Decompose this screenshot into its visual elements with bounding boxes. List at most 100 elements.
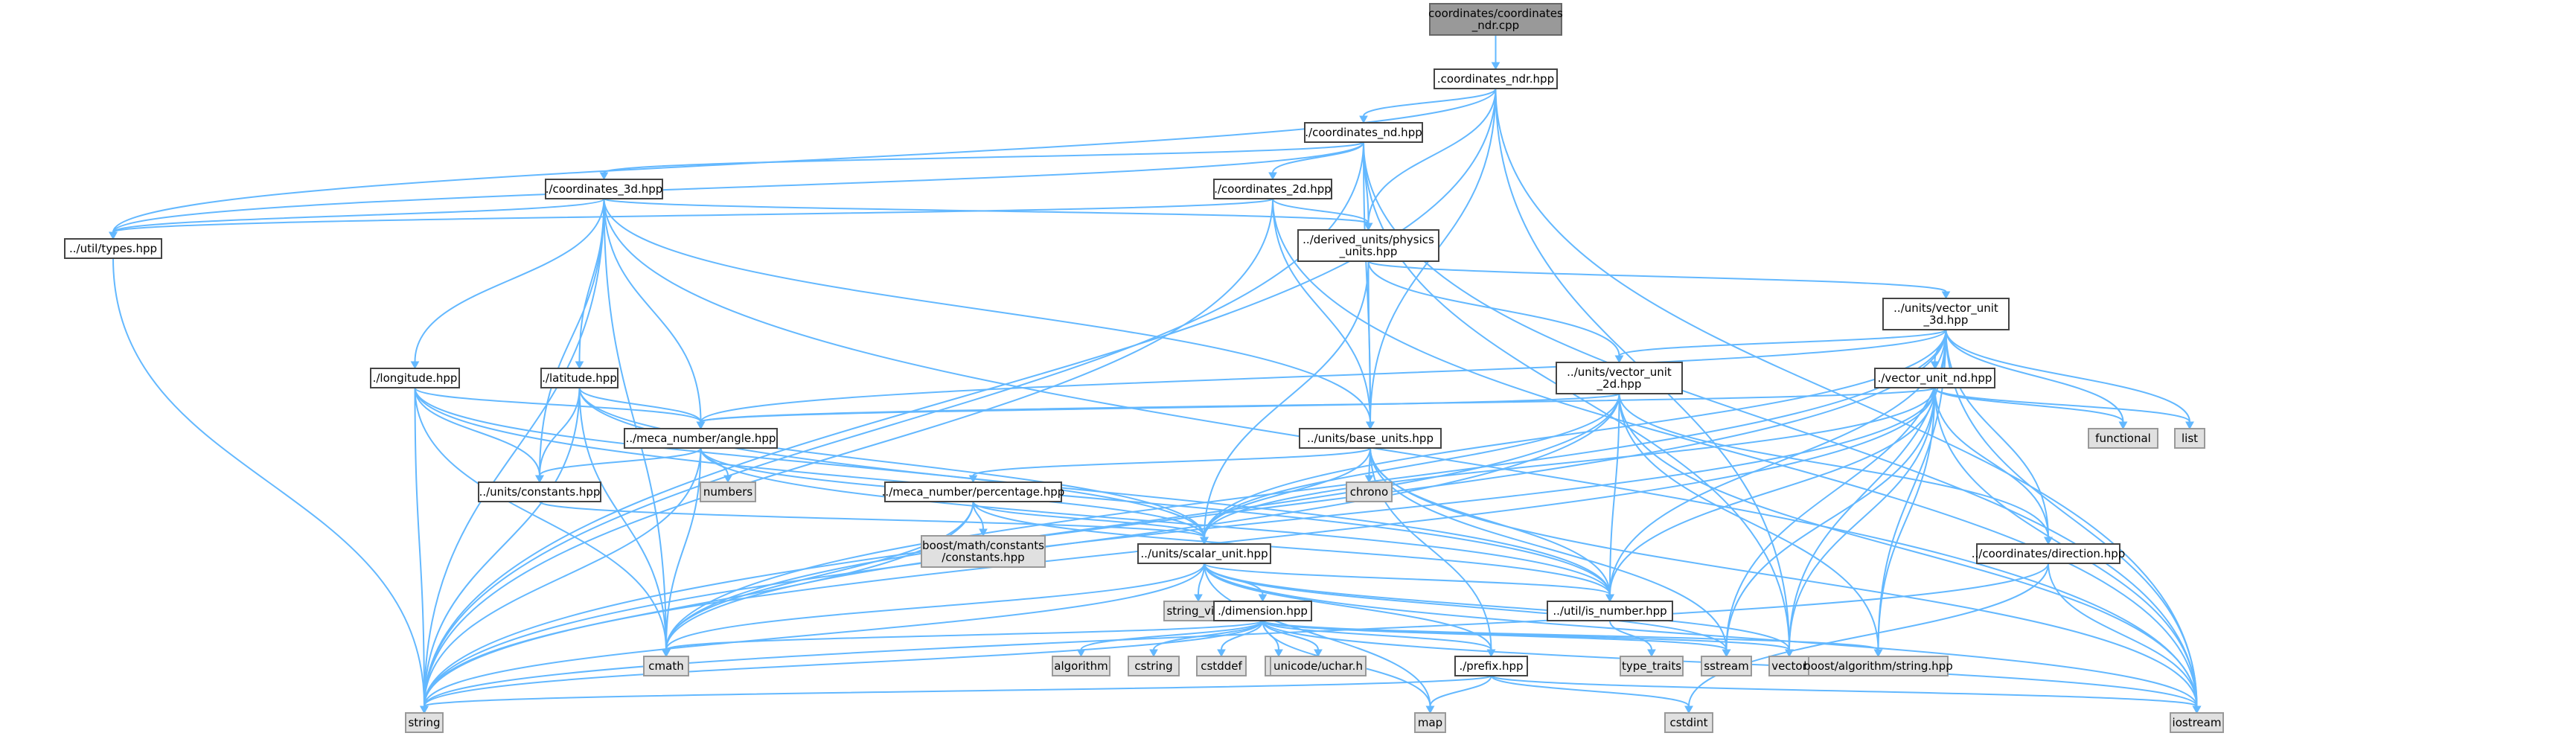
edge-line [1262, 620, 1728, 650]
node-longitude[interactable]: ./longitude.hpp [370, 368, 460, 388]
node-coordinates-2d[interactable]: ./coordinates_2d.hpp [1213, 179, 1332, 199]
node-vector-unit-nd[interactable]: ./vector_unit_nd.hpp [1874, 368, 1995, 388]
edge-arrowhead [1873, 649, 1883, 658]
node-label: ../coordinates/direction.hpp [1972, 547, 2126, 560]
node-coordinates-ndr[interactable]: .coordinates_ndr.hpp [1434, 68, 1558, 89]
edge-line [700, 387, 1936, 423]
node-label: vector [1771, 659, 1807, 673]
node-util-types[interactable]: ../util/types.hpp [64, 238, 162, 259]
node-prefix[interactable]: ./prefix.hpp [1454, 656, 1528, 676]
node-vector: vector [1768, 656, 1810, 676]
edge-line [1789, 329, 1947, 650]
edge-line [1609, 387, 1936, 595]
edge-arrowhead [1194, 594, 1203, 603]
edge-coordinates_ndr-to-coordinates_nd [1359, 88, 1497, 124]
node-label: ../meca_number/angle.hpp [626, 432, 776, 446]
node-label: chrono [1350, 485, 1388, 499]
edge-vector_unit_nd-to-sstream [1722, 387, 1936, 658]
edge-line [1934, 387, 2049, 538]
edge-line [1262, 620, 1319, 650]
edge-line [1618, 393, 2049, 538]
node-cstdint: cstdint [1664, 712, 1713, 733]
edge-coordinates_3d-to-meca_angle [603, 198, 706, 430]
edge-line [1688, 563, 2049, 707]
node-is-number[interactable]: ../util/is_number.hpp [1547, 601, 1673, 621]
node-units-constants[interactable]: ../units/constants.hpp [478, 481, 601, 502]
node-coordinates-nd[interactable]: ./coordinates_nd.hpp [1304, 122, 1423, 143]
node-box [2088, 428, 2158, 449]
edge-longitude-to-units_constants [414, 387, 544, 484]
node-label: ./coordinates_nd.hpp [1305, 126, 1422, 140]
edge-line [1789, 387, 1936, 650]
edge-line [414, 387, 540, 476]
edge-arrowhead [1258, 594, 1268, 603]
node-box [1547, 601, 1673, 621]
node-label: cstring [1134, 659, 1172, 673]
node-box [1137, 543, 1271, 564]
edge-line [424, 198, 1273, 707]
node-base-units[interactable]: ../units/base_units.hpp [1299, 428, 1442, 449]
edge-line [112, 88, 1497, 233]
edge-line [1367, 260, 1947, 292]
edge-base_units-to-meca_percentage [968, 447, 1371, 484]
node-box [2174, 428, 2205, 449]
edge-line [414, 387, 702, 423]
node-vector-unit-3d[interactable]: ../units/vector_unit_3d.hpp [1882, 298, 2010, 330]
edge-arrowhead [1491, 62, 1500, 71]
node-label: functional [2095, 432, 2151, 445]
edge-line [1618, 329, 1947, 356]
edge-dimension-to-cstddef [1217, 620, 1264, 658]
node-label: iostream [2173, 716, 2222, 729]
edge-line [1367, 260, 1620, 356]
node-coordinates-3d[interactable]: ./coordinates_3d.hpp [545, 179, 663, 199]
edge-line [1367, 260, 1371, 423]
edge-dimension-to-cmath [662, 620, 1264, 658]
node-label: algorithm [1054, 659, 1108, 673]
node-box [1429, 3, 1562, 36]
edge-line [1945, 329, 2124, 423]
node-box [1434, 68, 1558, 89]
node-meca-angle[interactable]: ../meca_number/angle.hpp [624, 428, 778, 449]
edge-line [424, 198, 605, 707]
edge-line [1204, 563, 2198, 707]
edge-coordinates_3d-to-latitude [575, 198, 605, 370]
edge-arrowhead [109, 231, 118, 240]
edge-arrowhead [1149, 649, 1158, 658]
edge-line [1495, 88, 2198, 707]
node-box [1808, 656, 1949, 676]
edge-line [1725, 387, 1936, 650]
node-boost-string: boost/algorithm/string.hpp [1803, 656, 1953, 676]
edge-scalar_unit-to-is_number [1204, 563, 1614, 603]
edge-arrowhead [1364, 223, 1373, 231]
node-dimension[interactable]: ./dimension.hpp [1213, 601, 1312, 621]
node-box [1297, 229, 1439, 262]
edge-line [700, 329, 1947, 423]
edge-line [424, 675, 1492, 707]
edge-line [1363, 141, 2198, 707]
node-type-traits: type_traits [1620, 656, 1684, 676]
edge-arrowhead [1314, 649, 1323, 658]
node-scalar-unit[interactable]: ../units/scalar_unit.hpp [1137, 543, 1271, 564]
node-box [1213, 601, 1312, 621]
node-direction[interactable]: ../coordinates/direction.hpp [1972, 543, 2126, 564]
node-root: coordinates/coordinates_ndr.cpp [1428, 3, 1563, 36]
edge-arrowhead [1722, 649, 1731, 658]
node-box [1976, 543, 2120, 564]
node-label: ../units/vector_unit [1893, 301, 1998, 316]
edge-vector_unit_nd-to-meca_angle [696, 387, 1936, 430]
edge-line [1204, 563, 1431, 707]
node-derived-units[interactable]: ../derived_units/physics_units.hpp [1297, 229, 1439, 262]
node-latitude[interactable]: ./latitude.hpp [540, 368, 619, 388]
edge-coordinates_2d-to-util_types [109, 198, 1273, 240]
edge-line [603, 198, 667, 650]
node-label: /constants.hpp [942, 551, 1024, 564]
node-vector-unit-2d[interactable]: ../units/vector_unit_2d.hpp [1556, 362, 1683, 394]
edge-meca_percentage-to-cmath [662, 501, 974, 658]
node-box [1874, 368, 1995, 388]
edge-line [539, 447, 702, 476]
edge-line [1490, 675, 2198, 707]
node-box [1664, 712, 1713, 733]
edge-coordinates_3d-to-util_types [109, 198, 605, 240]
node-meca-percentage[interactable]: ../meca_number/percentage.hpp [882, 481, 1065, 502]
node-box [1052, 656, 1110, 676]
